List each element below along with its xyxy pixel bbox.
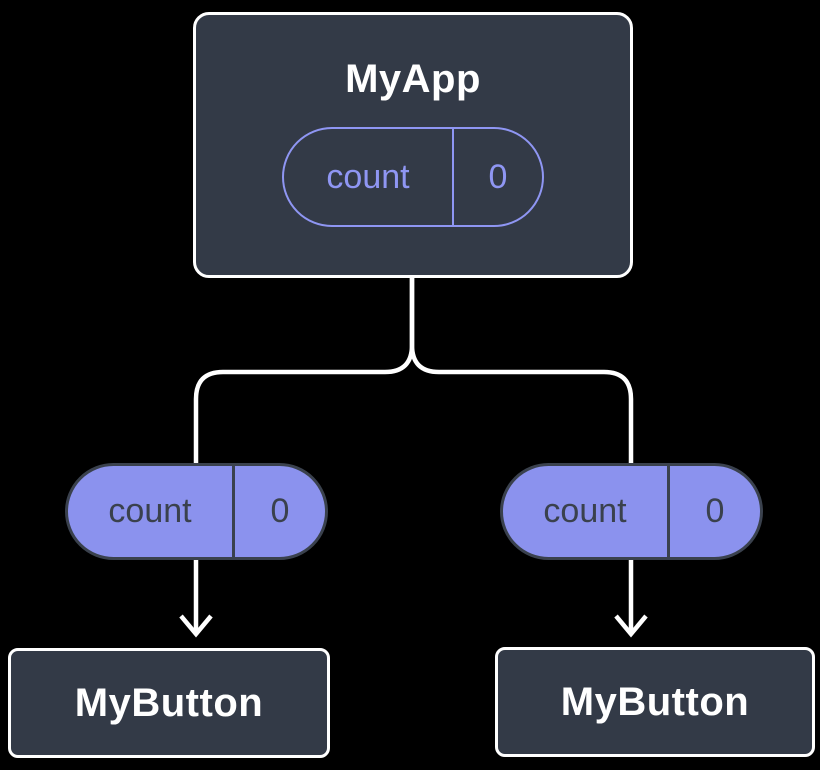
root-component-title: MyApp [345,57,481,101]
prop-pill-left-value: 0 [270,492,290,530]
tree-branch-left [193,278,415,463]
state-pill-value: 0 [488,157,508,196]
prop-pill-right-label: count [503,466,670,557]
arrow-right-head [614,614,648,638]
child-component-title-left: MyButton [74,680,264,725]
root-state-pill: count 0 [282,127,544,227]
prop-pill-right: count 0 [500,463,763,560]
prop-pill-left: count 0 [65,463,328,560]
arrow-left-head [179,614,213,638]
child-component-title-right: MyButton [560,679,750,724]
child-component-box-right: MyButton [495,647,815,757]
state-pill-label: count [284,129,454,225]
prop-pill-right-value: 0 [705,492,725,530]
prop-pill-left-label: count [68,466,235,557]
root-component-box: MyApp count 0 [193,12,633,278]
child-component-box-left: MyButton [8,648,330,758]
tree-branch-right [409,278,634,463]
